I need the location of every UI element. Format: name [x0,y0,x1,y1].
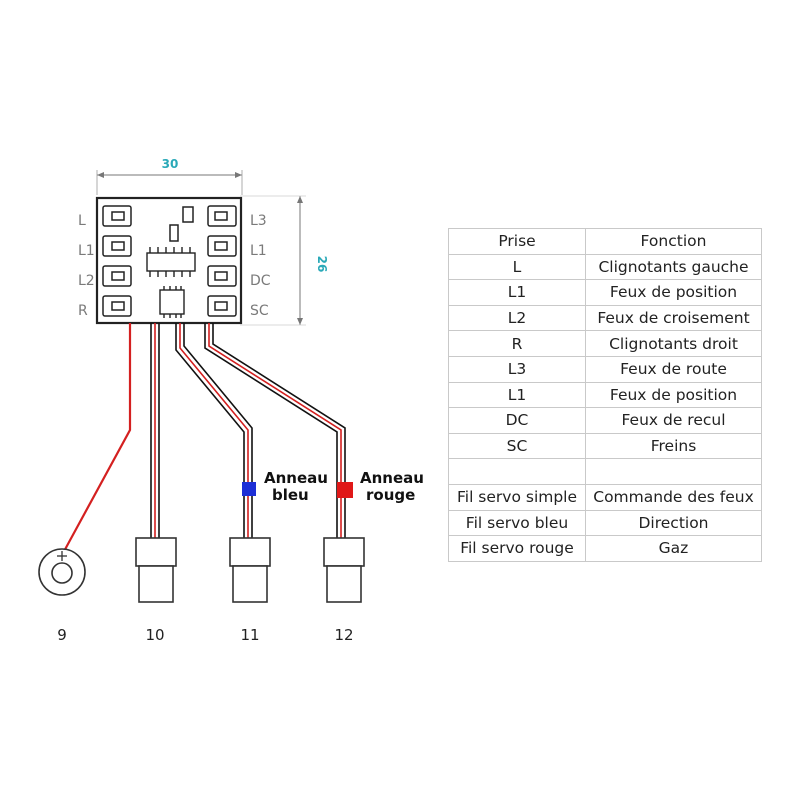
table-cell-prise: Fil servo simple [448,483,586,511]
table-row: Fil servo simple Commande des feux [448,483,762,511]
connector-number-10: 10 [145,626,164,644]
right-connector-block [207,205,237,317]
table-cell-fonction: Gaz [585,535,762,562]
table-row: DC Feux de recul [448,407,762,434]
pin-label-right-4: SC [250,303,269,319]
table-cell-fonction: Direction [585,509,762,537]
table-row: R Clignotants droit [448,330,762,357]
table-row: Fil servo rouge Gaz [448,535,762,562]
pin-label-left-1: L [78,213,86,229]
height-dimension: 26 [240,195,329,326]
table-cell-prise: R [448,330,586,357]
width-dimension: 30 [96,157,243,195]
table-cell-prise: Fil servo bleu [448,509,586,537]
pin-label-right-1: L3 [250,213,267,229]
table-cell-prise: L1 [448,381,586,409]
pin-label-left-3: L2 [78,273,95,289]
table-cell-prise: Fil servo rouge [448,535,586,562]
pin-label-left-2: L1 [78,243,95,259]
table-row: L1 Feux de position [448,279,762,306]
function-table: Prise Fonction L Clignotants gauche L1 F… [448,228,762,562]
table-cell-fonction: Feux de position [585,279,762,306]
table-row-empty [448,458,762,485]
table-cell-fonction: Feux de route [585,355,762,383]
table-cell-fonction [585,458,762,485]
table-cell-prise: L [448,253,586,281]
ic-chip-square [159,286,185,318]
table-cell-prise: DC [448,407,586,434]
table-cell-fonction: Clignotants droit [585,330,762,357]
height-dimension-label: 26 [315,256,329,273]
red-ring-label-line2: rouge [366,486,415,504]
module-board [95,196,243,325]
servo-plug-10 [135,537,177,603]
table-cell-prise: L2 [448,304,586,332]
left-connector-block [102,205,132,317]
table-header-fonction: Fonction [585,228,762,255]
blue-ring-label-line1: Anneau [264,469,328,487]
table-cell-fonction: Feux de croisement [585,304,762,332]
table-cell-fonction: Freins [585,432,762,460]
wire-12-servo-red [204,323,346,538]
wire-10-servo-simple [150,323,160,538]
table-cell-prise [448,458,586,485]
table-row: L1 Feux de position [448,381,762,409]
pin-label-right-3: DC [250,273,271,289]
table-cell-fonction: Feux de recul [585,407,762,434]
eyelet-terminal-9 [38,548,86,596]
component-small-top [182,206,194,223]
width-dimension-label: 30 [162,157,179,171]
table-header-row: Prise Fonction [448,228,762,255]
component-small-mid [169,224,179,242]
wire-11-servo-blue [175,323,253,538]
connector-number-12: 12 [334,626,353,644]
table-cell-fonction: Clignotants gauche [585,253,762,281]
blue-ring-marker [242,482,256,496]
ic-chip-dip [146,247,196,277]
connector-number-9: 9 [57,626,67,644]
red-ring-marker [337,482,353,498]
connector-number-11: 11 [240,626,259,644]
servo-plug-11 [229,537,271,603]
table-row: L3 Feux de route [448,355,762,383]
table-cell-prise: L3 [448,355,586,383]
table-cell-fonction: Commande des feux [585,483,762,511]
pin-label-left-4: R [78,303,88,319]
red-ring-label-line1: Anneau [360,469,424,487]
pin-label-right-2: L1 [250,243,267,259]
table-cell-prise: L1 [448,279,586,306]
blue-ring-label-line2: bleu [272,486,309,504]
right-pin-labels: L3 L1 DC SC [250,213,271,319]
table-header-prise: Prise [448,228,586,255]
table-row: SC Freins [448,432,762,460]
left-pin-labels: L L1 L2 R [78,213,95,319]
table-cell-fonction: Feux de position [585,381,762,409]
table-row: L2 Feux de croisement [448,304,762,332]
table-row: L Clignotants gauche [448,253,762,281]
wire-9-red [61,323,132,556]
table-cell-prise: SC [448,432,586,460]
servo-plug-12 [323,537,365,603]
table-row: Fil servo bleu Direction [448,509,762,537]
